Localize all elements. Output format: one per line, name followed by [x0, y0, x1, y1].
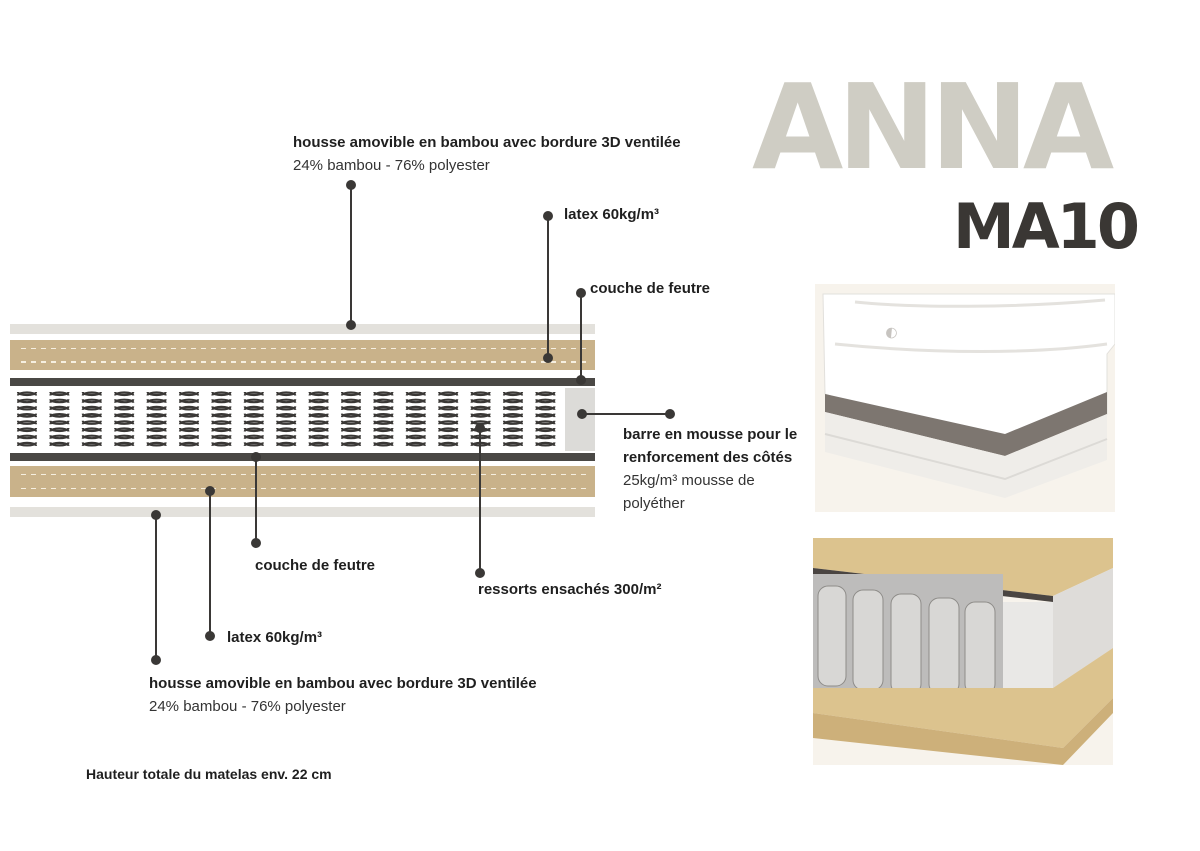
spring-17	[535, 391, 556, 447]
label-top-cover-title: housse amovible en bambou avec bordure 3…	[293, 134, 681, 151]
label-top-felt: couche de feutre	[590, 277, 710, 300]
spring-6	[178, 391, 200, 447]
label-bottom-cover: housse amovible en bambou avec bordure 3…	[149, 672, 537, 718]
label-top-felt-text: couche de feutre	[590, 280, 711, 297]
label-top-cover: housse amovible en bambou avec bordure 3…	[293, 131, 681, 177]
label-top-latex-text: latex 60kg/m³	[564, 206, 660, 223]
label-side-bar: barre en mousse pour le renforcement des…	[623, 423, 797, 515]
label-side-bar-title-2: renforcement des côtés	[623, 449, 793, 466]
leader-top-cover	[346, 180, 356, 330]
leader-top-felt	[576, 288, 586, 385]
spring-16	[502, 391, 524, 447]
product-name: ANNA	[752, 58, 1114, 196]
label-top-latex: latex 60kg/m³	[564, 203, 659, 226]
svg-text:◐: ◐	[885, 324, 899, 341]
top-cover-layer	[10, 324, 595, 334]
label-bottom-cover-sub: 24% bambou - 76% polyester	[149, 698, 346, 715]
spring-10	[308, 391, 329, 447]
product-model: MA10	[953, 190, 1140, 263]
label-bottom-latex: latex 60kg/m³	[227, 626, 322, 649]
bottom-felt-layer	[10, 453, 595, 461]
label-bottom-felt: couche de feutre	[255, 554, 375, 577]
label-bottom-latex-text: latex 60kg/m³	[227, 629, 323, 646]
leader-bottom-latex	[205, 486, 215, 641]
top-felt-layer	[10, 378, 595, 386]
label-bottom-felt-text: couche de feutre	[255, 557, 376, 574]
mattress-photo: ◐	[815, 284, 1116, 512]
spring-13	[405, 391, 426, 447]
leader-bottom-cover	[151, 510, 161, 665]
top-latex-layer	[10, 340, 595, 370]
mattress-cutaway-photo	[813, 538, 1113, 765]
spring-12	[373, 391, 394, 447]
bottom-latex-layer	[10, 466, 595, 497]
leader-side-bar	[577, 409, 675, 419]
spring-1	[16, 391, 38, 447]
spring-2	[49, 391, 70, 447]
spring-7	[211, 391, 232, 447]
label-bottom-cover-title: housse amovible en bambou avec bordure 3…	[149, 675, 537, 692]
pocket-springs	[16, 391, 556, 447]
label-springs-text: ressorts ensachés 300/m²	[478, 581, 662, 598]
label-side-bar-sub-2: polyéther	[623, 495, 685, 512]
leader-springs	[475, 423, 485, 578]
label-top-cover-sub: 24% bambou - 76% polyester	[293, 157, 490, 174]
total-height-note: Hauteur totale du matelas env. 22 cm	[86, 766, 332, 782]
leader-bottom-felt	[251, 452, 261, 548]
label-springs: ressorts ensachés 300/m²	[478, 578, 661, 601]
spring-9	[276, 391, 297, 447]
label-side-bar-title-1: barre en mousse pour le	[623, 426, 798, 443]
bottom-cover-layer	[10, 507, 595, 517]
spring-11	[340, 391, 362, 447]
spring-14	[438, 391, 459, 447]
spring-8	[243, 391, 264, 447]
spring-4	[114, 391, 135, 447]
spring-3	[81, 391, 102, 447]
leader-top-latex	[543, 211, 553, 363]
label-side-bar-sub-1: 25kg/m³ mousse de	[623, 472, 755, 489]
spring-5	[146, 391, 167, 447]
side-foam-bar	[565, 388, 595, 451]
